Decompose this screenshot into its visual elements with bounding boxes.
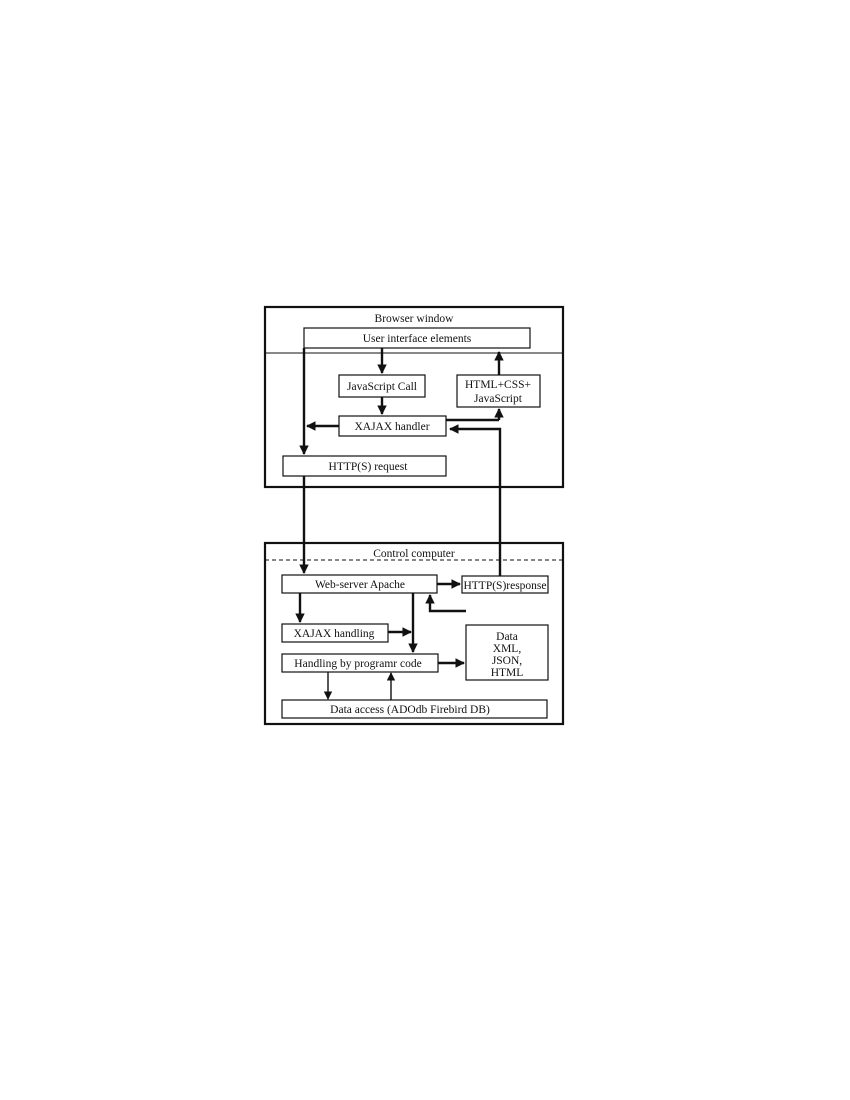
ui-elements-label: User interface elements <box>363 333 472 345</box>
browser-window-frame <box>263 305 565 489</box>
data-formats-line-3: JSON, <box>492 655 522 667</box>
data-formats-line-4: HTML <box>491 667 524 679</box>
data-access-label: Data access (ADOdb Firebird DB) <box>330 704 490 716</box>
arrow-data-formats-to-web-server <box>425 594 466 613</box>
html-css-js-box <box>456 374 541 408</box>
xajax-handler-label: XAJAX handler <box>354 421 429 433</box>
html-css-js-line-2: JavaScript <box>474 393 523 405</box>
control-computer-title: Control computer <box>373 548 455 560</box>
data-formats-line-1: Data <box>496 631 518 643</box>
browser-window-title: Browser window <box>375 313 455 325</box>
http-request-box <box>282 455 447 477</box>
http-request-label: HTTP(S) request <box>329 461 409 473</box>
http-response-label: HTTP(S)response <box>463 580 546 592</box>
js-call-label: JavaScript Call <box>347 381 417 393</box>
data-access-box <box>281 699 548 719</box>
html-css-js-line-1: HTML+CSS+ <box>465 379 531 391</box>
xajax-handling-label: XAJAX handling <box>294 628 375 640</box>
web-server-label: Web-server Apache <box>315 579 405 591</box>
ui-elements-box <box>303 327 531 349</box>
control-computer-frame <box>263 541 565 726</box>
data-formats-line-2: XML, <box>493 643 522 655</box>
data-formats-box <box>465 624 549 681</box>
program-code-label: Handling by programr code <box>294 658 421 670</box>
http-response-box <box>461 575 549 594</box>
arrow-http-response-to-xajax-handler <box>449 424 502 576</box>
